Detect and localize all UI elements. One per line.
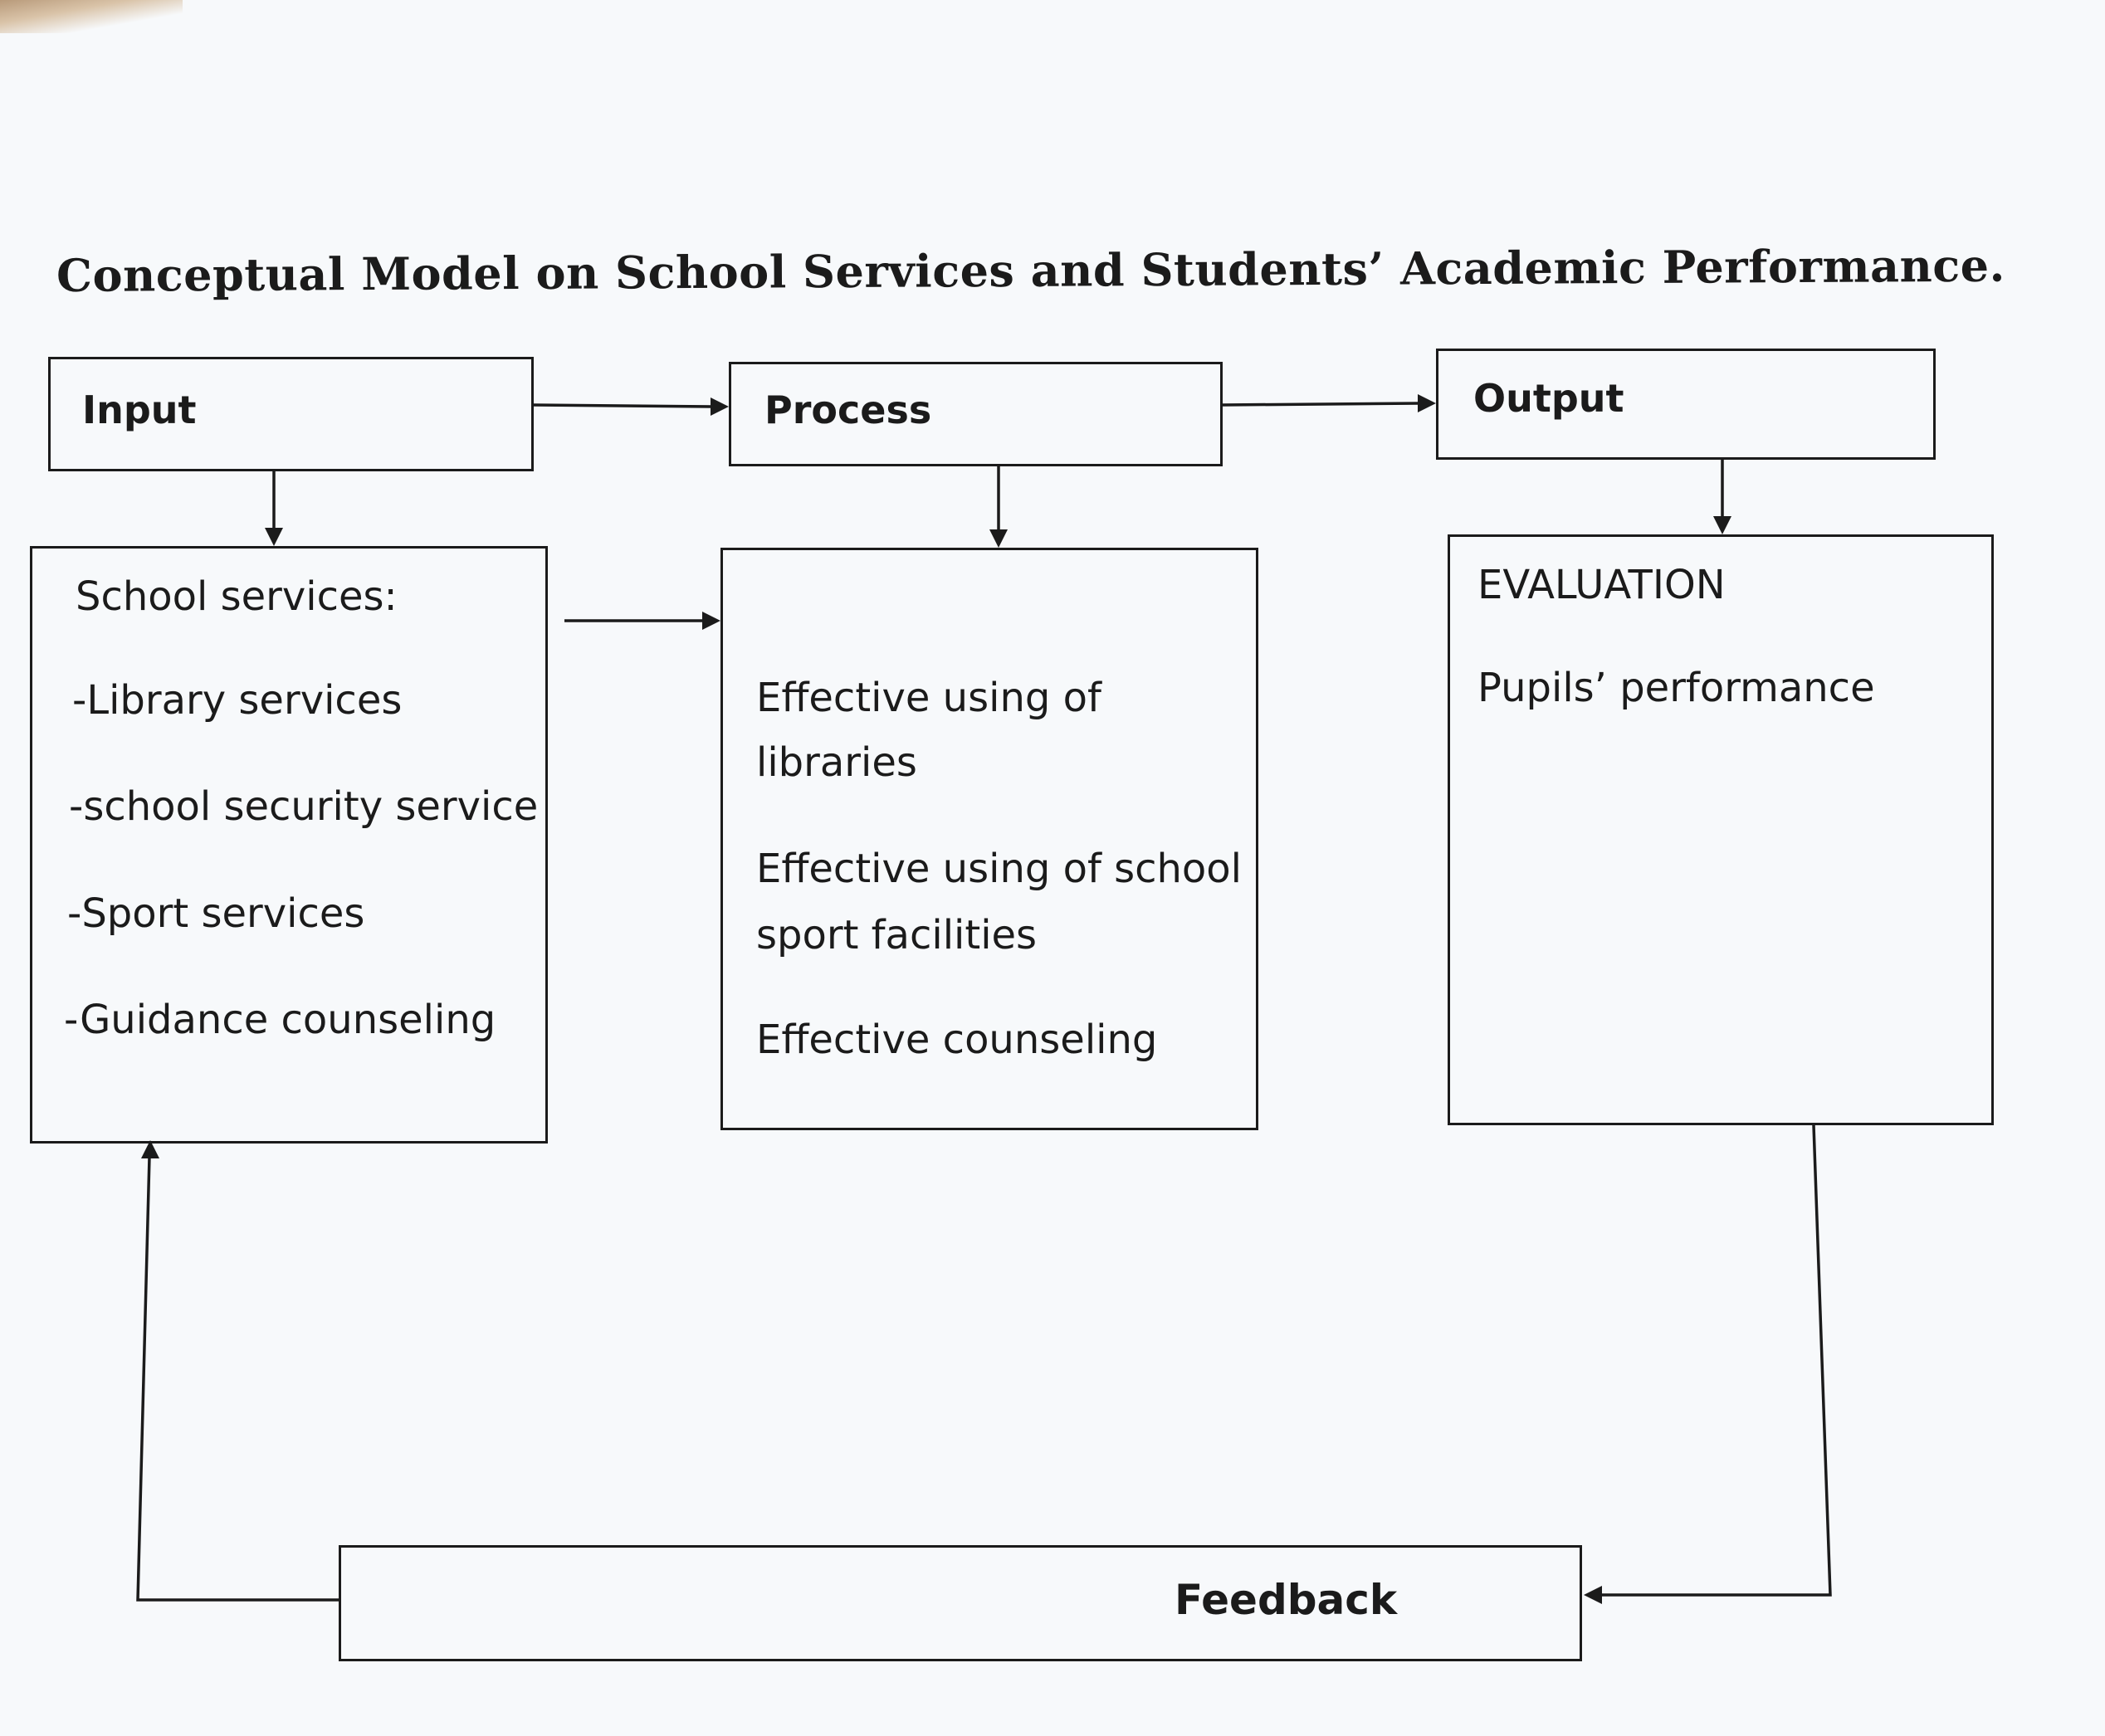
- arrow-output-down: [1713, 460, 1731, 534]
- arrow-input-to-process: [533, 397, 729, 416]
- feedback-label: Feedback: [1175, 1576, 1398, 1624]
- process-header-box: Process: [729, 362, 1223, 466]
- feedback-box: Feedback: [339, 1545, 1582, 1661]
- input-content-box: School services: -Library services -scho…: [30, 546, 548, 1144]
- input-header-box: Input: [48, 357, 534, 471]
- process-header-label: Process: [764, 388, 932, 432]
- input-item: -Sport services: [67, 890, 365, 937]
- process-item-line: sport facilities: [756, 912, 1038, 958]
- arrow-services-to-process: [564, 612, 720, 630]
- output-heading: EVALUATION: [1477, 562, 1726, 608]
- input-item: -Guidance counseling: [64, 997, 496, 1043]
- process-item-line: Effective counseling: [756, 1017, 1158, 1063]
- process-content-box: Effective using of libraries Effective u…: [720, 548, 1258, 1130]
- input-item: -school security service: [69, 783, 539, 830]
- paper-edge: [0, 0, 183, 33]
- output-header-label: Output: [1473, 376, 1624, 421]
- process-item-line: Effective using of school: [756, 846, 1242, 892]
- output-item: Pupils’ performance: [1477, 665, 1875, 711]
- process-item-line: libraries: [756, 739, 917, 786]
- output-content-box: EVALUATION Pupils’ performance: [1448, 534, 1994, 1125]
- input-item: -Library services: [72, 677, 403, 724]
- arrow-input-down: [265, 471, 283, 546]
- arrow-process-down: [989, 466, 1008, 548]
- arrow-process-to-output: [1222, 394, 1436, 412]
- output-header-box: Output: [1436, 349, 1936, 460]
- arrow-output-to-feedback: [1584, 1124, 1832, 1604]
- input-header-label: Input: [82, 388, 197, 432]
- process-item-line: Effective using of: [756, 675, 1101, 721]
- input-heading: School services:: [76, 573, 398, 620]
- arrow-feedback-to-input: [136, 1140, 339, 1602]
